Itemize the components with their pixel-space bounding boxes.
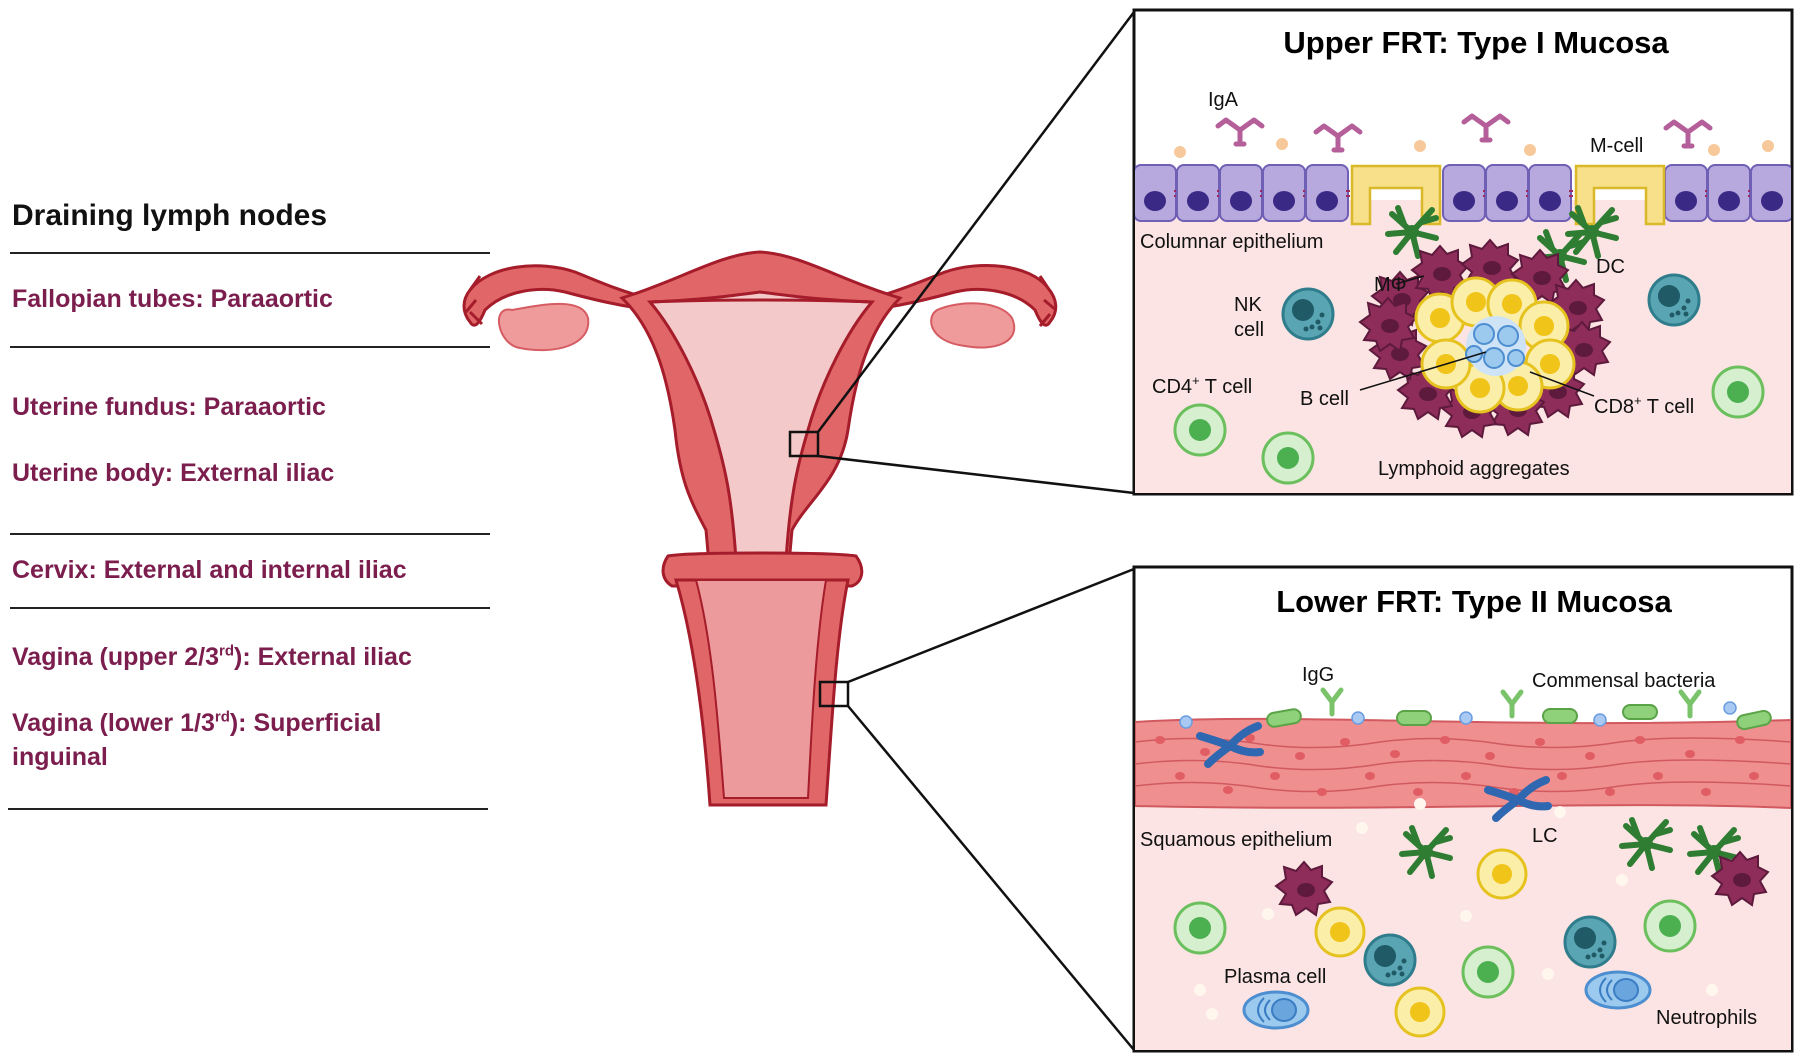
label-dc: DC xyxy=(1596,256,1625,278)
t-cell-icon xyxy=(1173,901,1227,955)
label-columnar-epithelium: Columnar epithelium xyxy=(1140,231,1323,253)
t-cell-icon xyxy=(1461,945,1515,999)
label-iga: IgA xyxy=(1208,89,1239,111)
legend-divider xyxy=(8,808,488,810)
label-b-cell: B cell xyxy=(1300,388,1349,410)
legend-item-cervix: Cervix: External and internal iliac xyxy=(12,556,407,584)
label-igg: IgG xyxy=(1302,664,1334,686)
columnar-epithelium xyxy=(1135,164,1791,222)
upper-inset-marker xyxy=(788,430,820,458)
t-cell-icon xyxy=(1643,899,1697,953)
legend-divider xyxy=(10,346,490,348)
legend-divider xyxy=(10,607,490,609)
lower-inset-marker xyxy=(818,680,850,708)
legend-divider xyxy=(10,533,490,535)
legend-item-vagina-upper: Vagina (upper 2/3rd): External iliac xyxy=(12,642,412,671)
t-cell-icon xyxy=(1314,906,1366,958)
lymphoid-aggregate xyxy=(1359,239,1611,438)
label-macrophage: MΦ xyxy=(1374,274,1407,296)
nk-cell-icon xyxy=(1563,915,1617,969)
nk-cell-icon xyxy=(1647,273,1701,327)
label-neutrophils: Neutrophils xyxy=(1656,1007,1757,1029)
t-cell-icon xyxy=(1261,431,1315,485)
label-lc: LC xyxy=(1532,825,1558,847)
t-cell-icon xyxy=(1476,848,1528,900)
legend-item-fallopian: Fallopian tubes: Paraaortic xyxy=(12,285,333,313)
label-nk-cell: cell xyxy=(1234,319,1264,341)
legend-item-body: Uterine body: External iliac xyxy=(12,459,335,487)
label-squamous-epithelium: Squamous epithelium xyxy=(1140,829,1332,851)
neutrophil-icon xyxy=(1194,798,1718,1020)
label-commensal-bacteria: Commensal bacteria xyxy=(1532,670,1716,692)
legend-title: Draining lymph nodes xyxy=(12,199,328,232)
lymph-node-legend: Draining lymph nodes Fallopian tubes: Pa… xyxy=(0,0,500,1061)
label-cd4-t-cell: CD4+ T cell xyxy=(1152,373,1252,398)
t-cell-icon xyxy=(1394,986,1446,1038)
t-cell-icon xyxy=(1173,403,1227,457)
t-cell-icon xyxy=(1711,365,1765,419)
label-nk: NK xyxy=(1234,294,1262,316)
upper-frt-panel: Upper FRT: Type I Mucosa IgA M-cell Colu… xyxy=(1132,8,1794,496)
lower-frt-panel: Lower FRT: Type II Mucosa IgG Commensal … xyxy=(1132,565,1794,1053)
plasma-cell-icon xyxy=(1242,990,1310,1030)
label-m-cell: M-cell xyxy=(1590,135,1643,157)
label-cd8-t-cell: CD8+ T cell xyxy=(1594,393,1694,418)
squamous-epithelium xyxy=(1135,717,1791,810)
plasma-cell-icon xyxy=(1584,970,1652,1010)
upper-panel-title: Upper FRT: Type I Mucosa xyxy=(1283,25,1669,60)
lower-panel-title: Lower FRT: Type II Mucosa xyxy=(1276,584,1672,619)
label-plasma-cell: Plasma cell xyxy=(1224,966,1326,988)
uterus-icon xyxy=(462,11,1135,1051)
nk-cell-icon xyxy=(1281,287,1335,341)
label-lymphoid-aggregates: Lymphoid aggregates xyxy=(1378,458,1570,480)
m-cell-icon xyxy=(1350,164,1442,226)
legend-divider xyxy=(10,252,490,254)
legend-item-fundus: Uterine fundus: Paraaortic xyxy=(12,393,326,421)
nk-cell-icon xyxy=(1363,933,1417,987)
